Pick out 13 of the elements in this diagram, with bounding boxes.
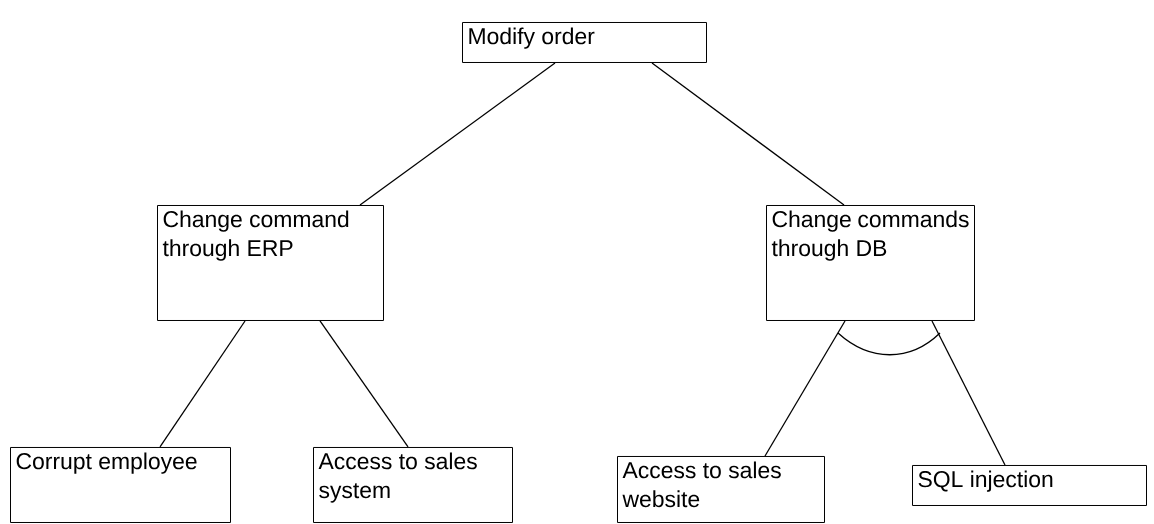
connector-line — [931, 320, 1006, 466]
node-box: Corrupt employee — [10, 447, 231, 523]
connector-line — [764, 320, 846, 457]
node-box: Change command through ERP — [157, 205, 384, 321]
connector-line — [359, 62, 556, 206]
connector-line — [319, 320, 409, 448]
node-box: Access to sales website — [617, 456, 825, 523]
node-box: Change commands through DB — [766, 205, 975, 321]
node-box: Access to sales system — [313, 447, 513, 523]
node-box: SQL injection — [912, 465, 1147, 506]
node-box: Modify order — [462, 22, 707, 63]
connector-line — [159, 320, 246, 448]
connector-line — [651, 62, 845, 206]
